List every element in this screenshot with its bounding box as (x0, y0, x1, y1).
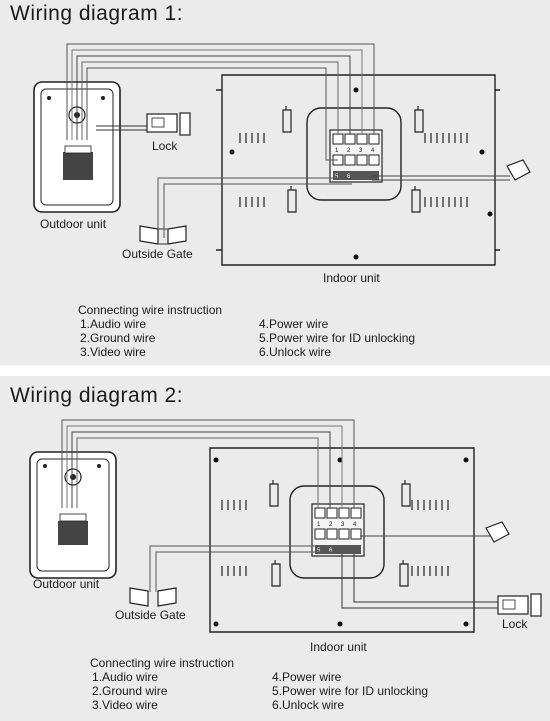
lock (497, 593, 542, 617)
terminal-number-5: 5 (335, 174, 339, 180)
outside-gate-label: Outside Gate (115, 608, 186, 622)
instruction-item: 4.Power wire (272, 670, 342, 684)
terminal-block (329, 129, 383, 183)
diagram-2-title: Wiring diagram 2: (10, 384, 184, 407)
terminal-number-1: 1 (317, 522, 321, 528)
instruction-item: 3.Video wire (92, 698, 158, 712)
power-adapter (485, 521, 510, 543)
terminal-number-6: 6 (329, 548, 333, 554)
instructions-2: Connecting wire instruction 1.Audio wire… (90, 656, 234, 712)
terminal-number-5: 5 (317, 548, 321, 554)
instruction-item: 2.Ground wire (92, 684, 168, 698)
lock-label: Lock (502, 617, 528, 631)
terminal-number-2: 2 (329, 522, 333, 528)
terminal-number-3: 3 (359, 148, 363, 154)
wiring-diagram-1: Wiring diagram 1: (0, 0, 550, 365)
power-adapter (506, 159, 531, 181)
instructions-heading: Connecting wire instruction (78, 303, 223, 317)
instructions-1-col2: 4.Power wire 5.Power wire for ID unlocki… (259, 317, 415, 359)
terminal-number-4: 4 (353, 522, 357, 528)
screw-dots (213, 457, 469, 627)
mount-hooks (282, 106, 424, 213)
wiring-diagram-2: Wiring diagram 2: (0, 376, 550, 721)
instruction-item: 6.Unlock wire (259, 345, 332, 359)
vent-slots (221, 500, 449, 576)
diagram-1-drawing: 1 2 3 4 5 6 (33, 43, 531, 285)
instruction-item: 4.Power wire (259, 317, 329, 331)
indoor-unit (209, 447, 475, 633)
indoor-unit-label: Indoor unit (323, 271, 380, 285)
instructions-heading: Connecting wire instruction (90, 656, 235, 670)
terminal-number-1: 1 (335, 148, 339, 154)
outside-gate (139, 225, 187, 245)
diagram-1-title: Wiring diagram 1: (10, 2, 184, 25)
terminal-number-2: 2 (347, 148, 351, 154)
vent-slots (239, 133, 468, 207)
mount-hooks (269, 480, 411, 587)
outdoor-unit-label: Outdoor unit (33, 577, 100, 591)
terminal-number-4: 4 (371, 148, 375, 154)
outdoor-unit-label: Outdoor unit (40, 217, 107, 231)
indoor-unit-label: Indoor unit (310, 640, 367, 654)
instructions-2-col2: 4.Power wire 5.Power wire for ID unlocki… (272, 670, 428, 712)
instruction-item: 5.Power wire for ID unlocking (272, 684, 429, 698)
terminal-number-3: 3 (341, 522, 345, 528)
outdoor-unit (29, 451, 117, 579)
lock-label: Lock (152, 139, 178, 153)
wires (61, 419, 498, 609)
diagram-2-drawing: 1 2 3 4 5 6 (29, 419, 542, 654)
outside-gate-label: Outside Gate (122, 247, 193, 261)
instruction-item: 3.Video wire (80, 345, 146, 359)
instruction-item: 1.Audio wire (80, 317, 147, 331)
outdoor-unit (33, 81, 121, 213)
instruction-item: 2.Ground wire (80, 331, 156, 345)
instructions-1: Connecting wire instruction 1.Audio wire… (78, 303, 222, 359)
lock (146, 112, 191, 136)
terminal-number-6: 6 (347, 174, 351, 180)
instruction-item: 1.Audio wire (92, 670, 159, 684)
instruction-item: 5.Power wire for ID unlocking (259, 331, 416, 345)
wires (66, 43, 510, 238)
indoor-unit (216, 74, 500, 266)
screw-dots (229, 87, 493, 260)
instruction-item: 6.Unlock wire (272, 698, 345, 712)
outside-gate (129, 587, 177, 607)
terminal-block (311, 503, 365, 557)
